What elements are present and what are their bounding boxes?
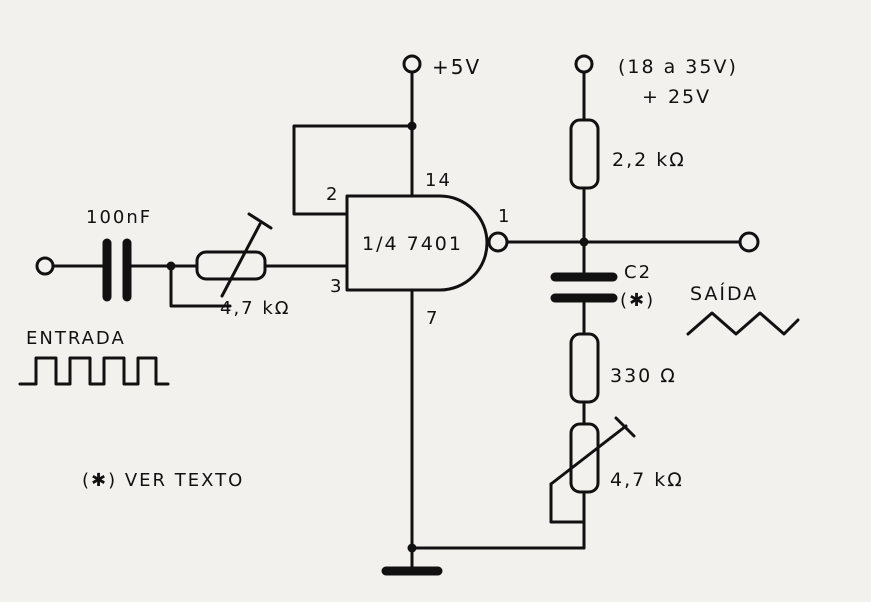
pin2-feedback-wire — [292, 121, 417, 216]
vcc-terminal — [402, 54, 422, 197]
input-label: ENTRADA — [26, 328, 126, 349]
triangle-wave-icon — [686, 311, 800, 336]
resistor-330 — [569, 332, 600, 426]
input-terminal — [35, 256, 105, 276]
pin7-label: 7 — [426, 308, 439, 329]
vcc-label: +5V — [432, 55, 481, 79]
pin2-label: 2 — [326, 184, 339, 205]
timing-capacitor-c2 — [550, 272, 618, 336]
resistor-2k2-label: 2,2 kΩ — [612, 149, 686, 171]
pin3-label: 3 — [330, 276, 343, 297]
output-wire — [505, 231, 760, 253]
nand-gate — [345, 194, 509, 292]
output-label: SAÍDA — [690, 282, 758, 305]
input-capacitor — [102, 238, 132, 302]
c2-label: C2 — [624, 262, 652, 283]
resistor-2k2 — [569, 118, 600, 274]
input-capacitor-label: 100nF — [86, 207, 152, 228]
note-label: (✱) VER TEXTO — [82, 470, 244, 491]
square-wave-icon — [18, 356, 170, 386]
pin1-label: 1 — [498, 206, 511, 227]
c2-note-label: (✱) — [620, 290, 655, 311]
output-trimmer-label: 4,7 kΩ — [610, 469, 684, 491]
gate-label: 1/4 7401 — [362, 233, 463, 255]
supply-range-label: (18 a 35V) — [618, 56, 738, 78]
output-trimmer — [549, 416, 636, 550]
input-trimmer-label: 4,7 kΩ — [220, 298, 291, 319]
ground-rail — [381, 288, 586, 576]
input-trimmer — [169, 212, 273, 308]
supply-terminal — [574, 54, 594, 122]
resistor-330-label: 330 Ω — [610, 365, 677, 387]
pin14-label: 14 — [425, 170, 452, 191]
supply-label: + 25V — [642, 86, 711, 108]
